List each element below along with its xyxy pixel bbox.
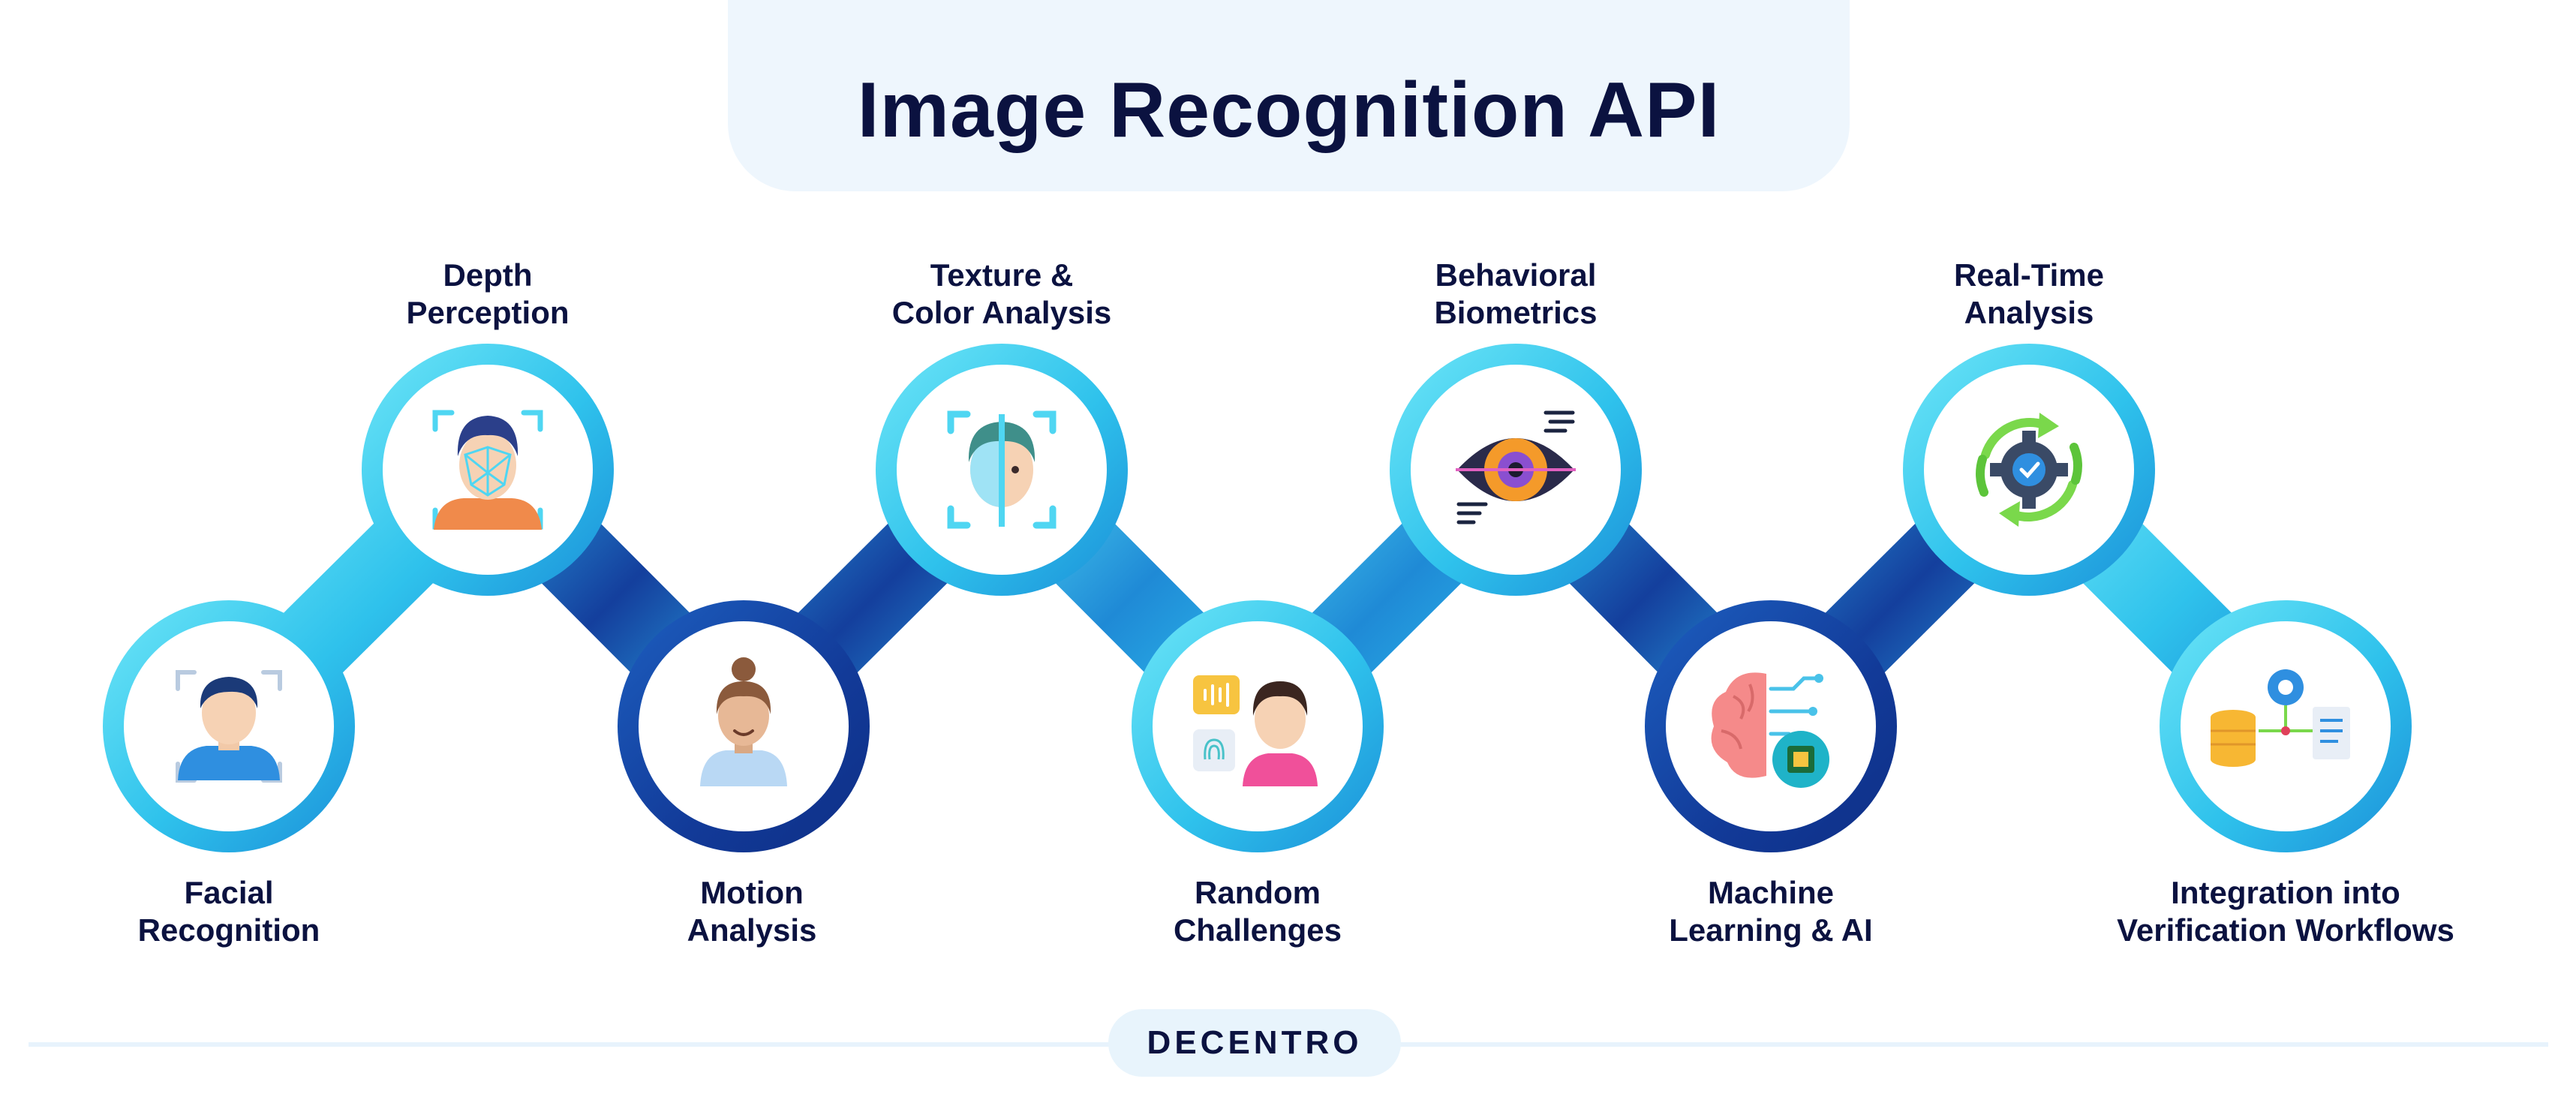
step-label-line: Analysis xyxy=(1964,295,2094,330)
step-label-line: Facial xyxy=(184,875,274,910)
database-gear-icon xyxy=(2211,669,2350,767)
brand-pill xyxy=(1108,1009,1401,1077)
step-label-behavioral-biometrics: Behavioral Biometrics xyxy=(1231,257,1801,332)
step-label-depth-perception: Depth Perception xyxy=(203,257,773,332)
step-label-line: Perception xyxy=(406,295,570,330)
brain-chip-icon xyxy=(1711,672,1829,788)
step-label-line: Biometrics xyxy=(1434,295,1598,330)
face-scan-icon xyxy=(432,410,543,530)
step-label-line: Learning & AI xyxy=(1669,912,1873,948)
step-label-line: Texture & xyxy=(930,257,1074,293)
footer-divider-left xyxy=(29,1042,1109,1047)
step-label-real-time-analysis: Real-Time Analysis xyxy=(1744,257,2314,332)
voice-fingerprint-icon xyxy=(1193,675,1318,786)
step-label-integration-verification-workflows: Integration into Verification Workflows xyxy=(2000,874,2571,949)
gear-sync-icon xyxy=(1976,413,2082,527)
title-banner xyxy=(728,0,1850,191)
step-label-line: Random xyxy=(1195,875,1321,910)
step-label-line: Motion xyxy=(700,875,804,910)
step-label-line: Machine xyxy=(1707,875,1835,910)
eye-scan-icon xyxy=(1456,410,1576,524)
person-icon xyxy=(700,657,787,786)
step-label-line: Real-Time xyxy=(1954,257,2104,293)
footer-divider-right xyxy=(1400,1042,2548,1047)
step-label-line: Behavioral xyxy=(1435,257,1597,293)
step-label-motion-analysis: Motion Analysis xyxy=(467,874,1037,949)
brand-logo: DECENTRO xyxy=(1147,1024,1363,1061)
step-label-line: Challenges xyxy=(1173,912,1342,948)
step-label-line: Analysis xyxy=(687,912,817,948)
step-label-line: Verification Workflows xyxy=(2117,912,2454,948)
step-label-machine-learning-ai: Machine Learning & AI xyxy=(1486,874,2056,949)
step-label-line: Color Analysis xyxy=(891,295,1112,330)
step-label-facial-recognition: Facial Recognition xyxy=(0,874,514,949)
face-id-icon xyxy=(176,670,282,783)
step-label-random-challenges: Random Challenges xyxy=(972,874,1543,949)
step-label-line: Depth xyxy=(443,257,533,293)
step-label-texture-color-analysis: Texture & Color Analysis xyxy=(717,257,1287,332)
page-title: Image Recognition API xyxy=(857,67,1721,154)
step-label-line: Integration into xyxy=(2171,875,2400,910)
face-texture-icon xyxy=(947,410,1057,529)
step-label-line: Recognition xyxy=(137,912,320,948)
